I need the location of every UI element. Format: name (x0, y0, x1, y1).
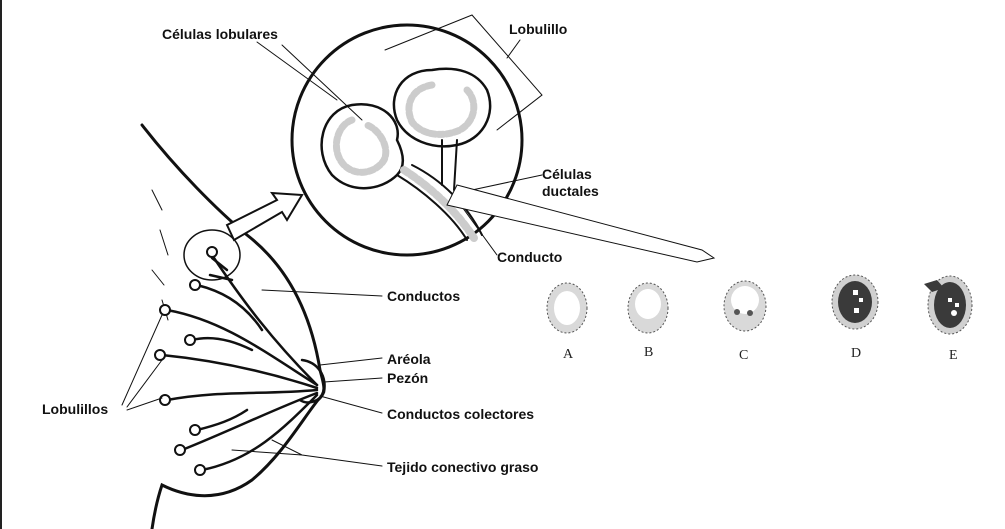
label-lobulillos: Lobulillos (42, 401, 109, 417)
leader-line-conductos-colectores (319, 395, 383, 414)
label-celulas-ductales-2: ductales (542, 183, 599, 199)
label-conducto: Conducto (497, 249, 563, 265)
leader-line-celulas-lobulares (256, 41, 363, 121)
nipple (298, 358, 326, 404)
label-celulas-ductales-1: Células (542, 166, 592, 182)
ducts (160, 253, 319, 472)
stage-b-cell (627, 282, 669, 334)
stage-label-e: E (949, 348, 958, 363)
leader-line-celulas-ductales (471, 174, 543, 191)
stage-label-b: B (644, 345, 654, 360)
stage-c-cell (723, 280, 767, 332)
stage-e-cell (924, 275, 973, 335)
magnify-arrow (225, 191, 304, 242)
leader-line-areola (319, 357, 383, 366)
stage-label-a: A (563, 347, 574, 362)
leader-line-conductos (261, 289, 383, 297)
lobulillo-bracket (384, 14, 543, 131)
label-celulas-lobulares: Células lobulares (162, 26, 278, 42)
chest-wall-hints (151, 189, 169, 321)
stage-cells (546, 274, 973, 335)
leader-line-lobulillo (506, 39, 521, 59)
magnified-lobule (290, 23, 524, 257)
lobule-cells (320, 67, 492, 242)
label-lobulillo: Lobulillo (509, 21, 568, 37)
small-lobule-circle (183, 229, 241, 281)
label-tejido-conectivo: Tejido conectivo graso (387, 459, 539, 475)
progression-arrow (446, 184, 716, 263)
label-conductos: Conductos (387, 288, 461, 304)
stage-d-cell (831, 274, 879, 330)
leader-line-pezon (323, 377, 383, 383)
stage-label-c: C (739, 348, 749, 363)
leader-line-tejido (231, 439, 383, 467)
breast-outline (140, 123, 326, 529)
leader-line-lobulillos (121, 314, 163, 411)
lobule-tips (154, 246, 218, 476)
stage-a-cell (546, 282, 588, 334)
label-areola: Aréola (387, 351, 431, 367)
label-conductos-colectores: Conductos colectores (387, 406, 535, 422)
stage-label-d: D (851, 346, 862, 361)
label-pezon: Pezón (387, 370, 429, 386)
